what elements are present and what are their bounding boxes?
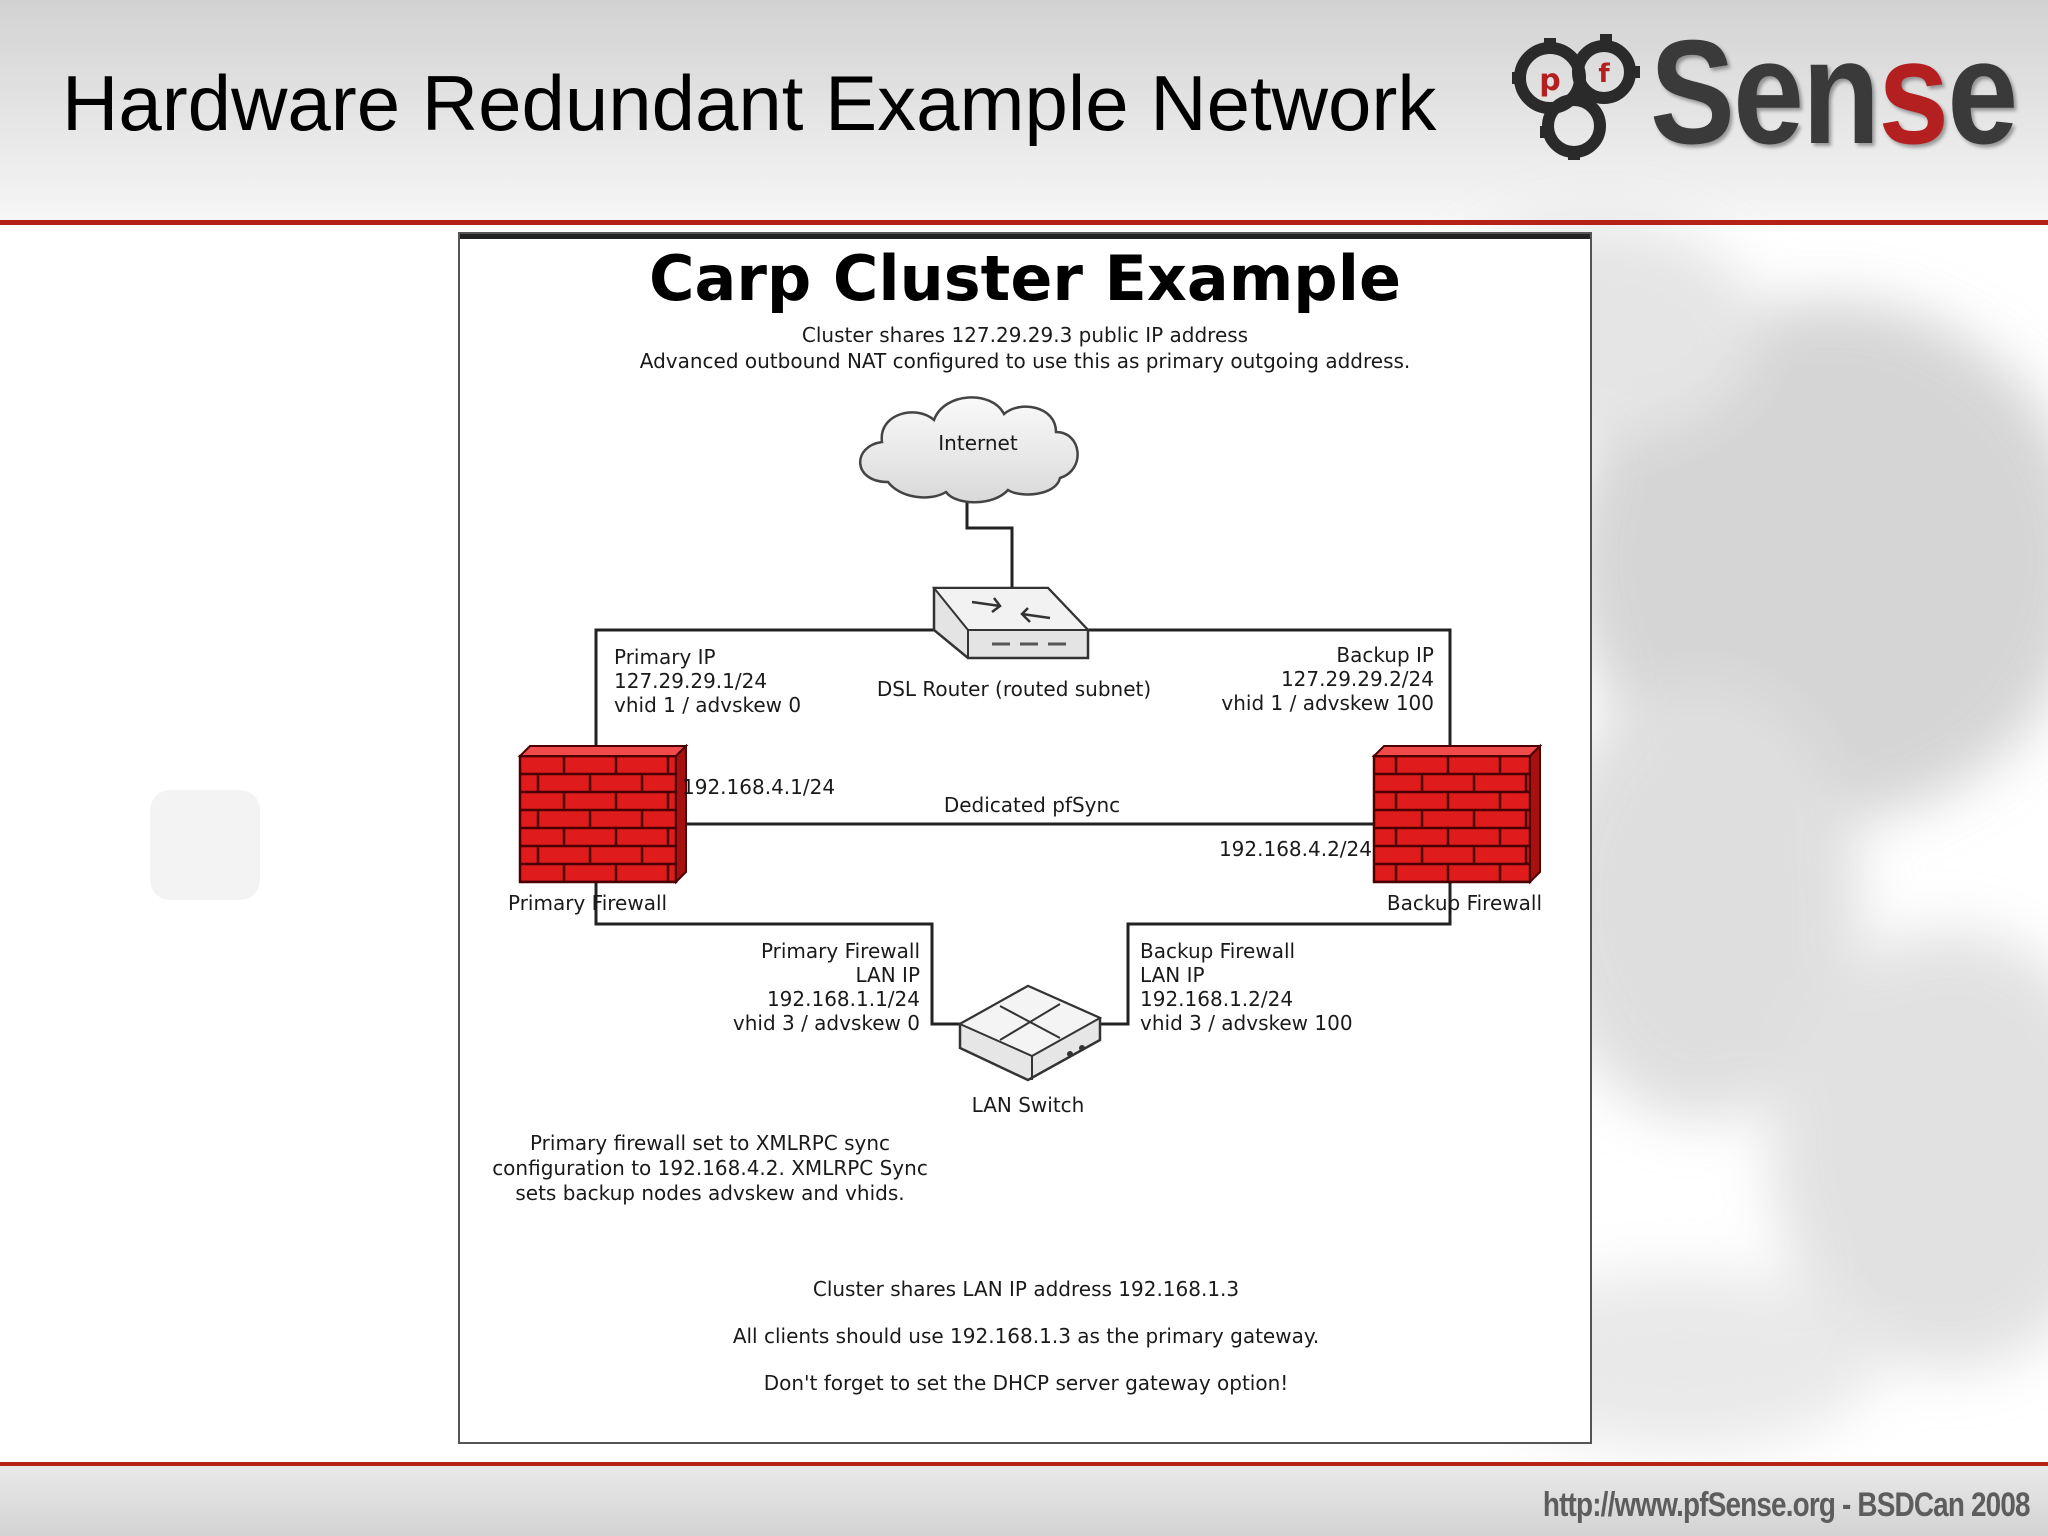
logo-f: f: [1598, 59, 1610, 89]
primary-firewall-icon: [517, 743, 689, 885]
footer-note-3: Don't forget to set the DHCP server gate…: [764, 1371, 1289, 1395]
xmlrpc-note-line-3: sets backup nodes advskew and vhids.: [515, 1181, 904, 1205]
backup-lan-ip: 192.168.1.2/24: [1140, 987, 1293, 1011]
subtitle-line-1: Cluster shares 127.29.29.3 public IP add…: [802, 323, 1248, 347]
logo-word-main: Sen: [1650, 10, 1880, 175]
backup-lan-title: Backup Firewall: [1140, 939, 1295, 963]
footer-url: http://www.pfSense.org - BSDCan 2008: [1543, 1486, 2031, 1524]
backup-ip-vhid: vhid 1 / advskew 100: [1221, 691, 1434, 715]
backup-sync-ip: 192.168.4.2/24: [1219, 837, 1372, 861]
carp-cluster-diagram: Carp Cluster Example Cluster shares 127.…: [460, 234, 1590, 1395]
primary-sync-ip: 192.168.4.1/24: [682, 775, 835, 799]
primary-lan-vhid: vhid 3 / advskew 0: [733, 1011, 920, 1035]
footer-band: [0, 1466, 2048, 1536]
logo-word-end: e: [1947, 10, 2018, 175]
pfsense-logo: p f Sense: [1500, 10, 2020, 175]
router-label: DSL Router (routed subnet): [877, 677, 1151, 701]
backup-lan-vhid: vhid 3 / advskew 100: [1140, 1011, 1353, 1035]
internet-label: Internet: [938, 431, 1018, 455]
backup-firewall-icon: [1371, 743, 1543, 885]
logo-wordmark: Sense: [1650, 8, 2018, 178]
logo-word-red: s: [1878, 10, 1949, 175]
primary-lan-label: LAN IP: [855, 963, 920, 987]
primary-ip-address: 127.29.29.1/24: [614, 669, 767, 693]
internet-cloud-icon: Internet: [859, 396, 1079, 504]
backup-ip-address: 127.29.29.2/24: [1281, 667, 1434, 691]
diagram-title: Carp Cluster Example: [649, 242, 1401, 315]
footer-rule: [0, 1462, 2048, 1466]
backup-lan-label: LAN IP: [1140, 963, 1205, 987]
pfsync-label: Dedicated pfSync: [944, 793, 1120, 817]
xmlrpc-note-line-2: configuration to 192.168.4.2. XMLRPC Syn…: [492, 1156, 928, 1180]
lan-switch-label: LAN Switch: [972, 1093, 1085, 1117]
slide-title: Hardware Redundant Example Network: [62, 59, 1437, 147]
connection-lines: [594, 502, 1452, 1026]
xmlrpc-note-line-1: Primary firewall set to XMLRPC sync: [530, 1131, 890, 1155]
dsl-router-icon: [931, 586, 1091, 660]
primary-lan-title: Primary Firewall: [761, 939, 920, 963]
backup-ip-title: Backup IP: [1336, 643, 1434, 667]
footer-note-2: All clients should use 192.168.1.3 as th…: [733, 1324, 1319, 1348]
pf-gear-icon: p f: [1512, 34, 1640, 160]
primary-ip-title: Primary IP: [614, 645, 716, 669]
primary-ip-vhid: vhid 1 / advskew 0: [614, 693, 801, 717]
subtitle-line-2: Advanced outbound NAT configured to use …: [640, 349, 1411, 373]
logo-p: p: [1539, 63, 1560, 98]
primary-firewall-label: Primary Firewall: [508, 891, 667, 915]
footer-note-1: Cluster shares LAN IP address 192.168.1.…: [813, 1277, 1239, 1301]
backup-firewall-label: Backup Firewall: [1387, 891, 1542, 915]
header-rule: [0, 220, 2048, 225]
primary-lan-ip: 192.168.1.1/24: [767, 987, 920, 1011]
lan-switch-icon: [957, 984, 1103, 1082]
carp-diagram-panel: Carp Cluster Example Cluster shares 127.…: [458, 232, 1592, 1444]
